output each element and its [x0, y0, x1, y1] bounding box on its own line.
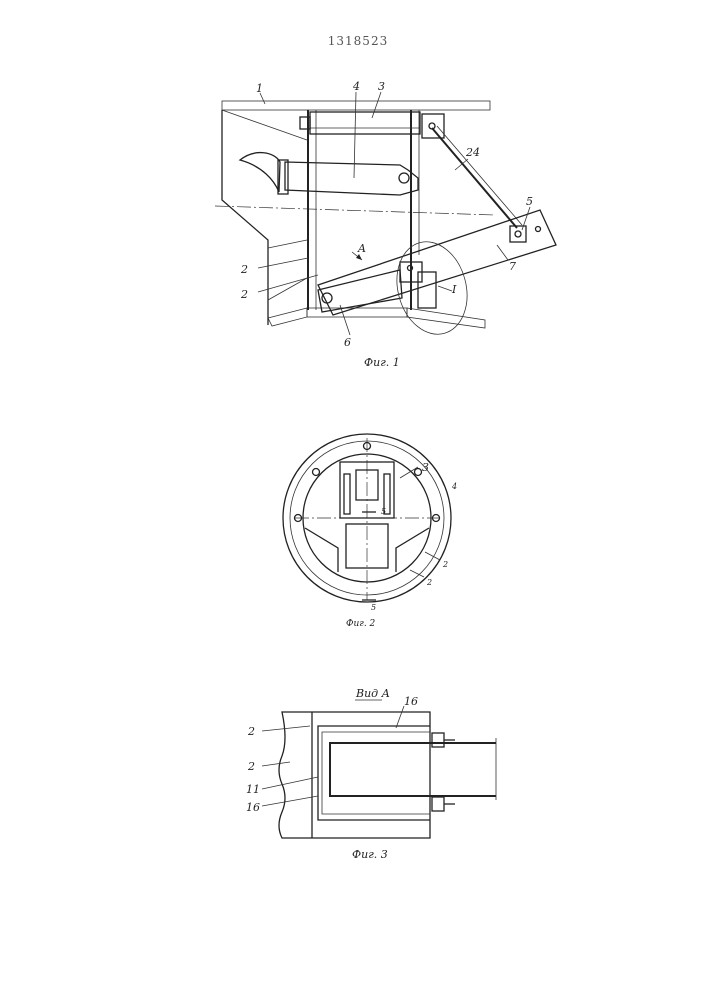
- clamp-jaw: [418, 272, 436, 308]
- figure-3-caption: Фиг. 3: [352, 848, 388, 861]
- leader-f2-2b: [410, 570, 424, 577]
- bracket-4: [285, 162, 418, 195]
- bolt-hole-tr: [415, 469, 422, 476]
- beam: [330, 743, 496, 796]
- figure-3-title: Вид А: [355, 687, 390, 700]
- rod-24: [432, 128, 517, 228]
- label-6: 6: [344, 336, 351, 349]
- label-5: 5: [526, 195, 533, 208]
- figure-3: Вид А 16 2 2 11 16 Фиг. 3: [246, 687, 496, 861]
- arm-end-hole-2: [536, 227, 541, 232]
- beam-6: [318, 270, 402, 312]
- figure-1: 1 4 3 24 5 2 2 A 7 I 6 Фиг. 1: [215, 80, 556, 369]
- hook: [240, 153, 280, 192]
- leader-3: [372, 92, 381, 118]
- f2-label-4: 4: [451, 482, 457, 491]
- label-2a: 2: [240, 263, 248, 276]
- link-pivot-block: [422, 114, 444, 138]
- f3-label-16a: 16: [404, 695, 418, 708]
- housing-section: [279, 712, 430, 838]
- bolt-top: [432, 733, 444, 747]
- label-2b: 2: [240, 288, 248, 301]
- bracket-pivot-hole: [399, 173, 409, 183]
- bolt-bottom: [432, 797, 444, 811]
- label-7: 7: [509, 260, 516, 273]
- f2-label-5b: 5: [371, 603, 376, 612]
- channel-16: [322, 732, 430, 814]
- bolt-hole-tl: [313, 469, 320, 476]
- rod-24-edge: [437, 126, 522, 225]
- leader-f3-11: [262, 777, 318, 789]
- leader-4: [354, 92, 356, 178]
- inner-line-2: [268, 240, 307, 248]
- figure-1-caption: Фиг. 1: [364, 356, 400, 369]
- label-4: 4: [352, 80, 360, 93]
- label-A: A: [357, 242, 366, 255]
- arm-end-hole: [515, 231, 521, 237]
- f3-label-16b: 16: [246, 801, 260, 814]
- figure-2: 3 4 2 2 5 5 Фиг. 2: [283, 434, 457, 629]
- beam-6-pivot: [322, 293, 332, 303]
- label-1: 1: [256, 82, 263, 95]
- f3-label-2b: 2: [247, 760, 255, 773]
- bottom-wall-left: [268, 308, 307, 326]
- leader-2a: [258, 258, 308, 268]
- leader-f3-2a: [262, 726, 310, 731]
- bottom-wall-right: [407, 308, 485, 328]
- f3-label-11: 11: [246, 783, 260, 796]
- inner-line-1: [222, 110, 307, 140]
- channel-outer: [318, 726, 430, 820]
- arm-end-block: [510, 226, 526, 242]
- left-strut: [344, 474, 350, 514]
- label-I: I: [451, 283, 457, 296]
- top-flange: [310, 112, 420, 134]
- patent-number: 1318523: [328, 34, 388, 48]
- figure-2-caption: Фиг. 2: [346, 619, 376, 629]
- leader-f3-2b: [262, 762, 290, 766]
- f2-label-2b: 2: [426, 578, 432, 587]
- leader-I: [438, 286, 452, 291]
- leader-7: [497, 245, 508, 260]
- inner-line-3: [268, 278, 307, 300]
- leader-f3-16a: [396, 706, 404, 728]
- centerline-horizontal: [215, 206, 495, 215]
- detail-i-circle: [387, 234, 477, 342]
- f2-label-2a: 2: [442, 560, 448, 569]
- label-24: 24: [465, 146, 480, 159]
- f2-label-3: 3: [422, 461, 429, 474]
- label-3: 3: [378, 80, 385, 93]
- f2-label-5a: 5: [381, 507, 386, 516]
- f3-label-2a: 2: [247, 725, 255, 738]
- leader-f3-16b: [262, 796, 318, 806]
